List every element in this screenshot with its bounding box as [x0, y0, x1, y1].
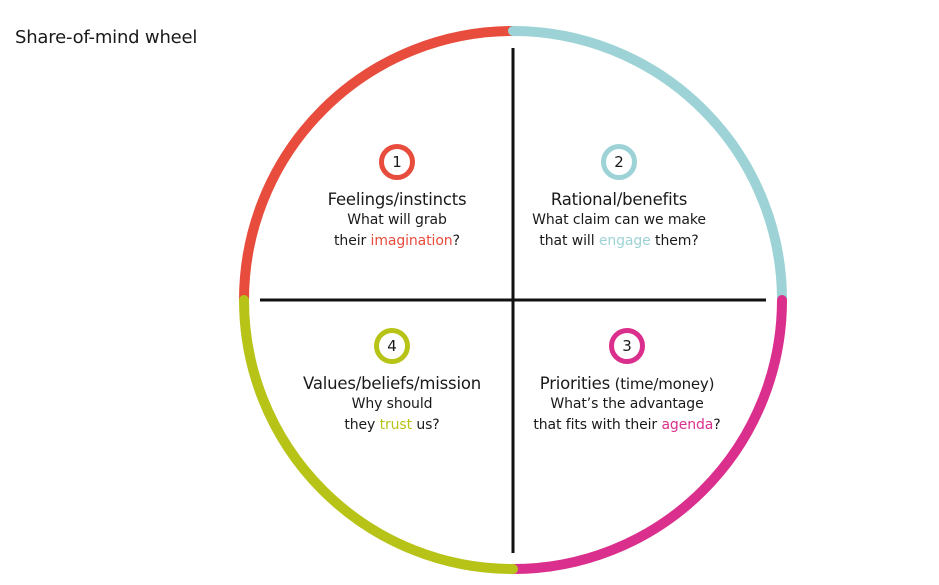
arc-rational: [508, 26, 787, 305]
quadrant-values: 4 Values/beliefs/mission Why should they…: [262, 328, 522, 436]
text: they: [344, 417, 380, 433]
number-badge: 4: [374, 328, 410, 364]
highlight-word: trust: [379, 417, 413, 433]
quadrant-heading: Feelings/instincts: [267, 190, 527, 210]
diagram-title: Share-of-mind wheel: [15, 27, 198, 48]
quadrant-rational: 2 Rational/benefits What claim can we ma…: [489, 144, 749, 252]
question-line-1: What will grab: [347, 212, 447, 228]
highlight-word: agenda: [661, 417, 714, 433]
text: ?: [452, 233, 460, 249]
quadrant-priorities: 3 Priorities (time/money) What’s the adv…: [497, 328, 757, 436]
number-badge: 2: [601, 144, 637, 180]
question-line-2: they trust us?: [262, 415, 522, 436]
arc-priorities: [508, 295, 787, 574]
quadrant-feelings: 1 Feelings/instincts What will grab thei…: [267, 144, 527, 252]
text: them?: [650, 233, 699, 249]
number-badge: 3: [609, 328, 645, 364]
question-line-1: What claim can we make: [532, 212, 706, 228]
question-line-1: Why should: [351, 396, 433, 412]
text: their: [334, 233, 371, 249]
question-line-2: their imagination?: [267, 231, 527, 252]
question-line-2: that fits with their agenda?: [497, 415, 757, 436]
text: that fits with their: [533, 417, 662, 433]
text: us?: [411, 417, 440, 433]
question-line-2: that will engage them?: [489, 231, 749, 252]
question-line-1: What’s the advantage: [550, 396, 704, 412]
quadrant-heading: Values/beliefs/mission: [262, 374, 522, 394]
quadrant-heading: Priorities (time/money): [497, 374, 757, 394]
arc-values: [239, 295, 518, 574]
highlight-word: engage: [598, 233, 651, 249]
text: ?: [713, 417, 721, 433]
quadrant-heading: Rational/benefits: [489, 190, 749, 210]
heading-text: Rational/benefits: [550, 190, 688, 209]
text: that will: [539, 233, 599, 249]
heading-text: Feelings/instincts: [327, 190, 467, 209]
number-badge: 1: [379, 144, 415, 180]
heading-extra: (time/money): [610, 375, 715, 393]
arc-feelings: [239, 26, 518, 305]
heading-text: Values/beliefs/mission: [303, 374, 481, 393]
heading-text: Priorities: [539, 374, 611, 393]
highlight-word: imagination: [370, 233, 453, 249]
